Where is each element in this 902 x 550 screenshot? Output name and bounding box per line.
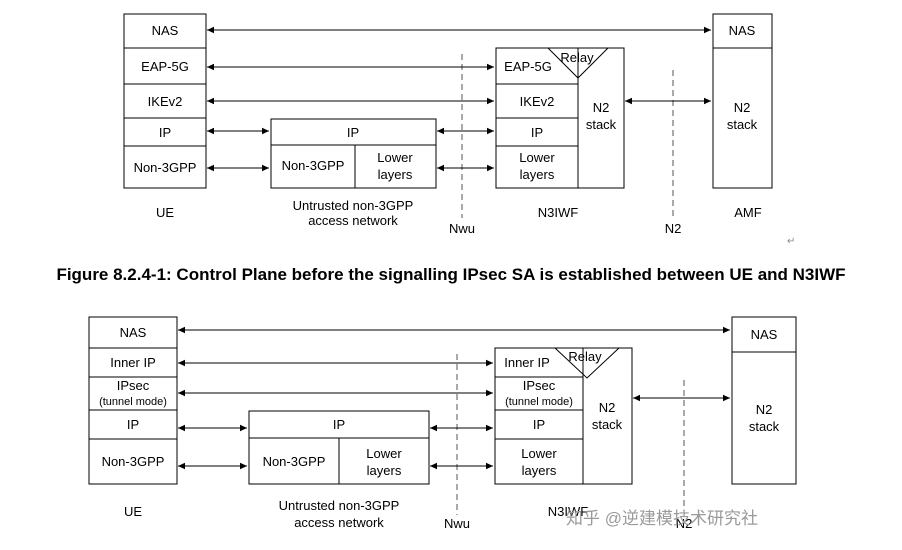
n2b-label: N2 <box>676 516 693 531</box>
ue-ikev2-label: IKEv2 <box>148 94 183 109</box>
ue2-ip-label: IP <box>127 417 139 432</box>
amf2-stack: NAS N2 stack <box>731 316 797 485</box>
ue-nas-label: NAS <box>152 23 179 38</box>
amf2-n2-label: N2 <box>756 402 773 417</box>
an-label-line2: access network <box>308 213 398 228</box>
ue2-nas-label: NAS <box>120 325 147 340</box>
amf2-stack-label: stack <box>749 419 780 434</box>
ue2-inner-ip-label: Inner IP <box>110 355 156 370</box>
an2-label-line1: Untrusted non-3GPP <box>279 498 400 513</box>
amf-stack-label: stack <box>727 117 758 132</box>
an-label-line1: Untrusted non-3GPP <box>293 198 414 213</box>
nwu2-label: Nwu <box>444 516 470 531</box>
n3iwf2-inner-ip-label: Inner IP <box>504 355 550 370</box>
ue2-non3gpp-label: Non-3GPP <box>102 454 165 469</box>
n3iwf-eap-label: EAP-5G <box>504 59 552 74</box>
an2-ip-label: IP <box>333 417 345 432</box>
n3iwf2-n2-label: N2 <box>599 400 616 415</box>
ue-eap-label: EAP-5G <box>141 59 189 74</box>
n3iwf2-stack: Inner IP Relay IPsec (tunnel mode) IP Lo… <box>494 347 633 519</box>
ue2-ipsec-label: IPsec <box>117 378 150 393</box>
n3iwf-stack-label: stack <box>586 117 617 132</box>
n3iwf2-layers-label: layers <box>522 463 557 478</box>
amf-label: AMF <box>734 205 762 220</box>
an2-layers-label: layers <box>367 463 402 478</box>
n2-label: N2 <box>665 221 682 236</box>
return-mark: ↵ <box>787 236 795 247</box>
amf-n2-label: N2 <box>734 100 751 115</box>
peer-arrows-2 <box>178 326 730 470</box>
n3iwf2-stack-label: stack <box>592 417 623 432</box>
n3iwf2-ipsec-label: IPsec <box>523 378 556 393</box>
n3iwf-n2-label: N2 <box>593 100 610 115</box>
an2-label-line2: access network <box>294 515 384 530</box>
ue-non3gpp-label: Non-3GPP <box>134 160 197 175</box>
peer-arrows <box>207 26 711 172</box>
n3iwf-label: N3IWF <box>538 205 579 220</box>
watermark: 知乎 @逆建模技术研究社 <box>566 509 758 528</box>
amf2-nas-label: NAS <box>751 327 778 342</box>
access-network-stack: IP Non-3GPP Lower layers Untrusted non-3… <box>270 118 437 228</box>
access-network2-stack: IP Non-3GPP Lower layers Untrusted non-3… <box>248 410 430 530</box>
n3iwf-ip-label: IP <box>531 125 543 140</box>
n3iwf-ikev2-label: IKEv2 <box>520 94 555 109</box>
n3iwf2-tunnel-label: (tunnel mode) <box>505 396 573 408</box>
n3iwf2-label: N3IWF <box>548 504 589 519</box>
an-non3gpp-label: Non-3GPP <box>282 158 345 173</box>
n3iwf2-lower-label: Lower <box>521 446 557 461</box>
amf-stack: NAS N2 stack AMF <box>712 13 773 220</box>
n3iwf-relay-label: Relay <box>560 50 594 65</box>
an-ip-label: IP <box>347 125 359 140</box>
an2-lower-label: Lower <box>366 446 402 461</box>
ue-label: UE <box>156 205 174 220</box>
an-layers-label: layers <box>378 167 413 182</box>
n3iwf-layers-label: layers <box>520 167 555 182</box>
figure-2: NAS Inner IP IPsec (tunnel mode) IP Non-… <box>88 316 797 531</box>
figure-caption: Figure 8.2.4-1: Control Plane before the… <box>56 265 845 284</box>
ue-ip-label: IP <box>159 125 171 140</box>
ue2-label: UE <box>124 504 142 519</box>
an-lower-label: Lower <box>377 150 413 165</box>
n3iwf-stack: EAP-5G Relay IKEv2 IP Lower layers N2 st… <box>495 47 625 220</box>
an2-non3gpp-label: Non-3GPP <box>263 454 326 469</box>
nwu-label: Nwu <box>449 221 475 236</box>
ue2-stack: NAS Inner IP IPsec (tunnel mode) IP Non-… <box>88 316 178 519</box>
ue2-tunnel-label: (tunnel mode) <box>99 396 167 408</box>
figure-1: NAS EAP-5G IKEv2 IP Non-3GPP UE IP Non-3… <box>123 13 795 247</box>
ue-stack: NAS EAP-5G IKEv2 IP Non-3GPP UE <box>123 13 207 220</box>
n3iwf2-ip-label: IP <box>533 417 545 432</box>
n3iwf2-relay-label: Relay <box>568 349 602 364</box>
n3iwf-lower-label: Lower <box>519 150 555 165</box>
amf-nas-label: NAS <box>729 23 756 38</box>
